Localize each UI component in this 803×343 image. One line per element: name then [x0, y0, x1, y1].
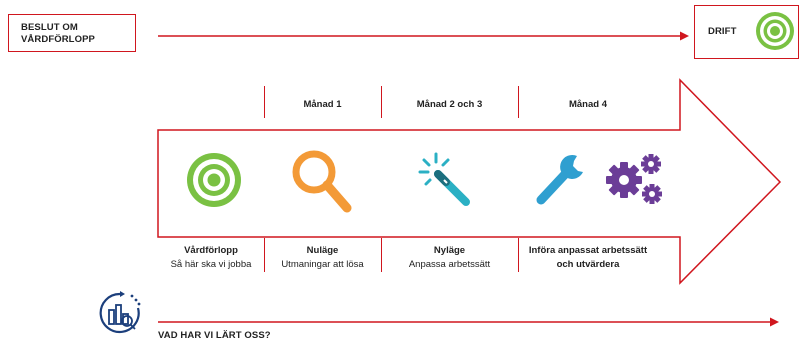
magnifier-icon — [292, 150, 352, 213]
start-box-label: BESLUT OM VÅRDFÖRLOPP — [21, 22, 95, 46]
start-label-line1: BESLUT OM — [21, 22, 78, 33]
phase-separator — [518, 238, 519, 272]
phase-header-month1: Månad 1 — [303, 99, 342, 110]
header-separator — [264, 86, 265, 118]
start-box: BESLUT OM VÅRDFÖRLOPP — [8, 14, 136, 52]
phase-nylage: Nyläge Anpassa arbetssätt — [381, 244, 518, 272]
lessons-learned-label: VAD HAR VI LÄRT OSS? — [158, 330, 271, 341]
top-arrow-head — [680, 31, 689, 41]
phase-infora: Införa anpassat arbetssätt och utvärdera — [518, 244, 658, 272]
header-separator — [518, 86, 519, 118]
end-box-label: DRIFT — [708, 26, 737, 37]
phase-title: Nyläge — [433, 245, 466, 256]
phase-header-month2-3: Månad 2 och 3 — [416, 99, 483, 110]
wrench-icon — [536, 154, 583, 205]
gears-icon — [606, 154, 662, 204]
header-separator — [381, 86, 382, 118]
phase-subtitle: Utmaningar att lösa — [281, 259, 364, 270]
phase-vardforlopp: Vårdförlopp Så här ska vi jobba — [158, 244, 264, 272]
phase-separator — [264, 238, 265, 272]
analytics-cycle-icon — [99, 291, 141, 334]
phase-title: Införa anpassat arbetssätt — [528, 245, 648, 256]
bottom-arrow-head — [770, 317, 779, 327]
phase-subtitle: Så här ska vi jobba — [170, 259, 252, 270]
phase-title: Nuläge — [306, 245, 339, 256]
start-label-line2: VÅRDFÖRLOPP — [21, 34, 95, 45]
magic-wand-icon — [418, 152, 470, 206]
end-box: DRIFT — [694, 5, 799, 59]
phase-nulage: Nuläge Utmaningar att lösa — [264, 244, 381, 272]
target-icon — [187, 153, 241, 207]
phase-title: Vårdförlopp — [184, 245, 238, 256]
target-icon — [756, 12, 794, 50]
phase-header-month4: Månad 4 — [568, 99, 607, 110]
big-arrow-outline — [157, 78, 782, 285]
phase-separator — [381, 238, 382, 272]
phase-subtitle: Anpassa arbetssätt — [408, 259, 491, 270]
phase-subtitle: och utvärdera — [556, 259, 620, 270]
